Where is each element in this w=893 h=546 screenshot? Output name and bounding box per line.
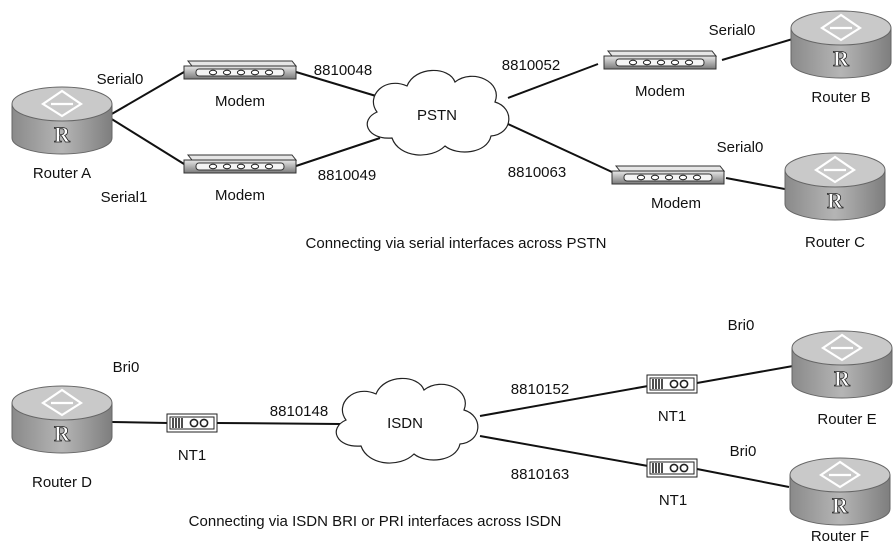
link-modem4-router-c xyxy=(725,177,791,191)
number-8810048: 8810048 xyxy=(314,62,372,79)
router-d-label: Router D xyxy=(32,474,92,491)
router-e-label: Router E xyxy=(817,411,876,428)
link-nt1-router-e xyxy=(696,365,794,384)
link-pstn-modem3 xyxy=(507,63,599,99)
nt1-f xyxy=(646,458,698,478)
router-b-serial0-label: Serial0 xyxy=(709,22,756,39)
number-8810049: 8810049 xyxy=(318,167,376,184)
router-d-letter: R xyxy=(54,421,71,446)
link-router-d-nt1 xyxy=(111,421,169,424)
nt1-e xyxy=(646,374,698,394)
link-isdn-nt1-f xyxy=(479,435,649,467)
modem-4-label: Modem xyxy=(651,195,701,212)
router-c-letter: R xyxy=(827,188,844,213)
number-8810148: 8810148 xyxy=(270,403,328,420)
router-b-letter: R xyxy=(833,46,850,71)
router-a-letter: R xyxy=(54,122,71,147)
router-c-serial0-label: Serial0 xyxy=(717,139,764,156)
modem-1 xyxy=(183,60,297,80)
isdn-caption: Connecting via ISDN BRI or PRI interface… xyxy=(189,513,562,530)
router-e-bri0-label: Bri0 xyxy=(728,317,755,334)
link-a-modem2 xyxy=(109,117,185,165)
number-8810152: 8810152 xyxy=(511,381,569,398)
link-nt1-router-f xyxy=(696,468,790,488)
modem-3-label: Modem xyxy=(635,83,685,100)
link-modem2-pstn xyxy=(295,137,381,167)
router-a-serial1-label: Serial1 xyxy=(101,189,148,206)
nt1-e-label: NT1 xyxy=(658,408,686,425)
router-d-bri0-label: Bri0 xyxy=(113,359,140,376)
number-8810063: 8810063 xyxy=(508,164,566,181)
pstn-section: PSTN R Router A R Router B R Router C Mo… xyxy=(10,9,893,252)
modem-3 xyxy=(603,50,717,70)
pstn-caption: Connecting via serial interfaces across … xyxy=(306,235,607,252)
router-f-label: Router F xyxy=(811,528,869,545)
modem-2-label: Modem xyxy=(215,187,265,204)
router-a-label: Router A xyxy=(33,165,91,182)
router-e-letter: R xyxy=(834,366,851,391)
modem-4 xyxy=(611,165,725,185)
modem-2 xyxy=(183,154,297,174)
link-pstn-modem4 xyxy=(507,123,613,173)
link-nt1-isdn xyxy=(216,422,341,425)
modem-1-label: Modem xyxy=(215,93,265,110)
router-c-label: Router C xyxy=(805,234,865,251)
link-isdn-nt1-e xyxy=(479,385,649,417)
nt1-d-label: NT1 xyxy=(178,447,206,464)
router-a-serial0-label: Serial0 xyxy=(97,71,144,88)
number-8810052: 8810052 xyxy=(502,57,560,74)
nt1-d xyxy=(166,413,218,433)
link-modem1-pstn xyxy=(295,71,377,97)
router-b-label: Router B xyxy=(811,89,870,106)
nt1-f-label: NT1 xyxy=(659,492,687,509)
isdn-section: ISDN R Router D R Router E R Router F NT… xyxy=(10,317,893,545)
pstn-cloud-label: PSTN xyxy=(417,107,457,124)
number-8810163: 8810163 xyxy=(511,466,569,483)
isdn-cloud-label: ISDN xyxy=(387,415,423,432)
link-a-modem1 xyxy=(109,71,185,116)
router-f-letter: R xyxy=(832,493,849,518)
router-f-bri0-label: Bri0 xyxy=(730,443,757,460)
link-modem3-router-b xyxy=(721,37,797,61)
